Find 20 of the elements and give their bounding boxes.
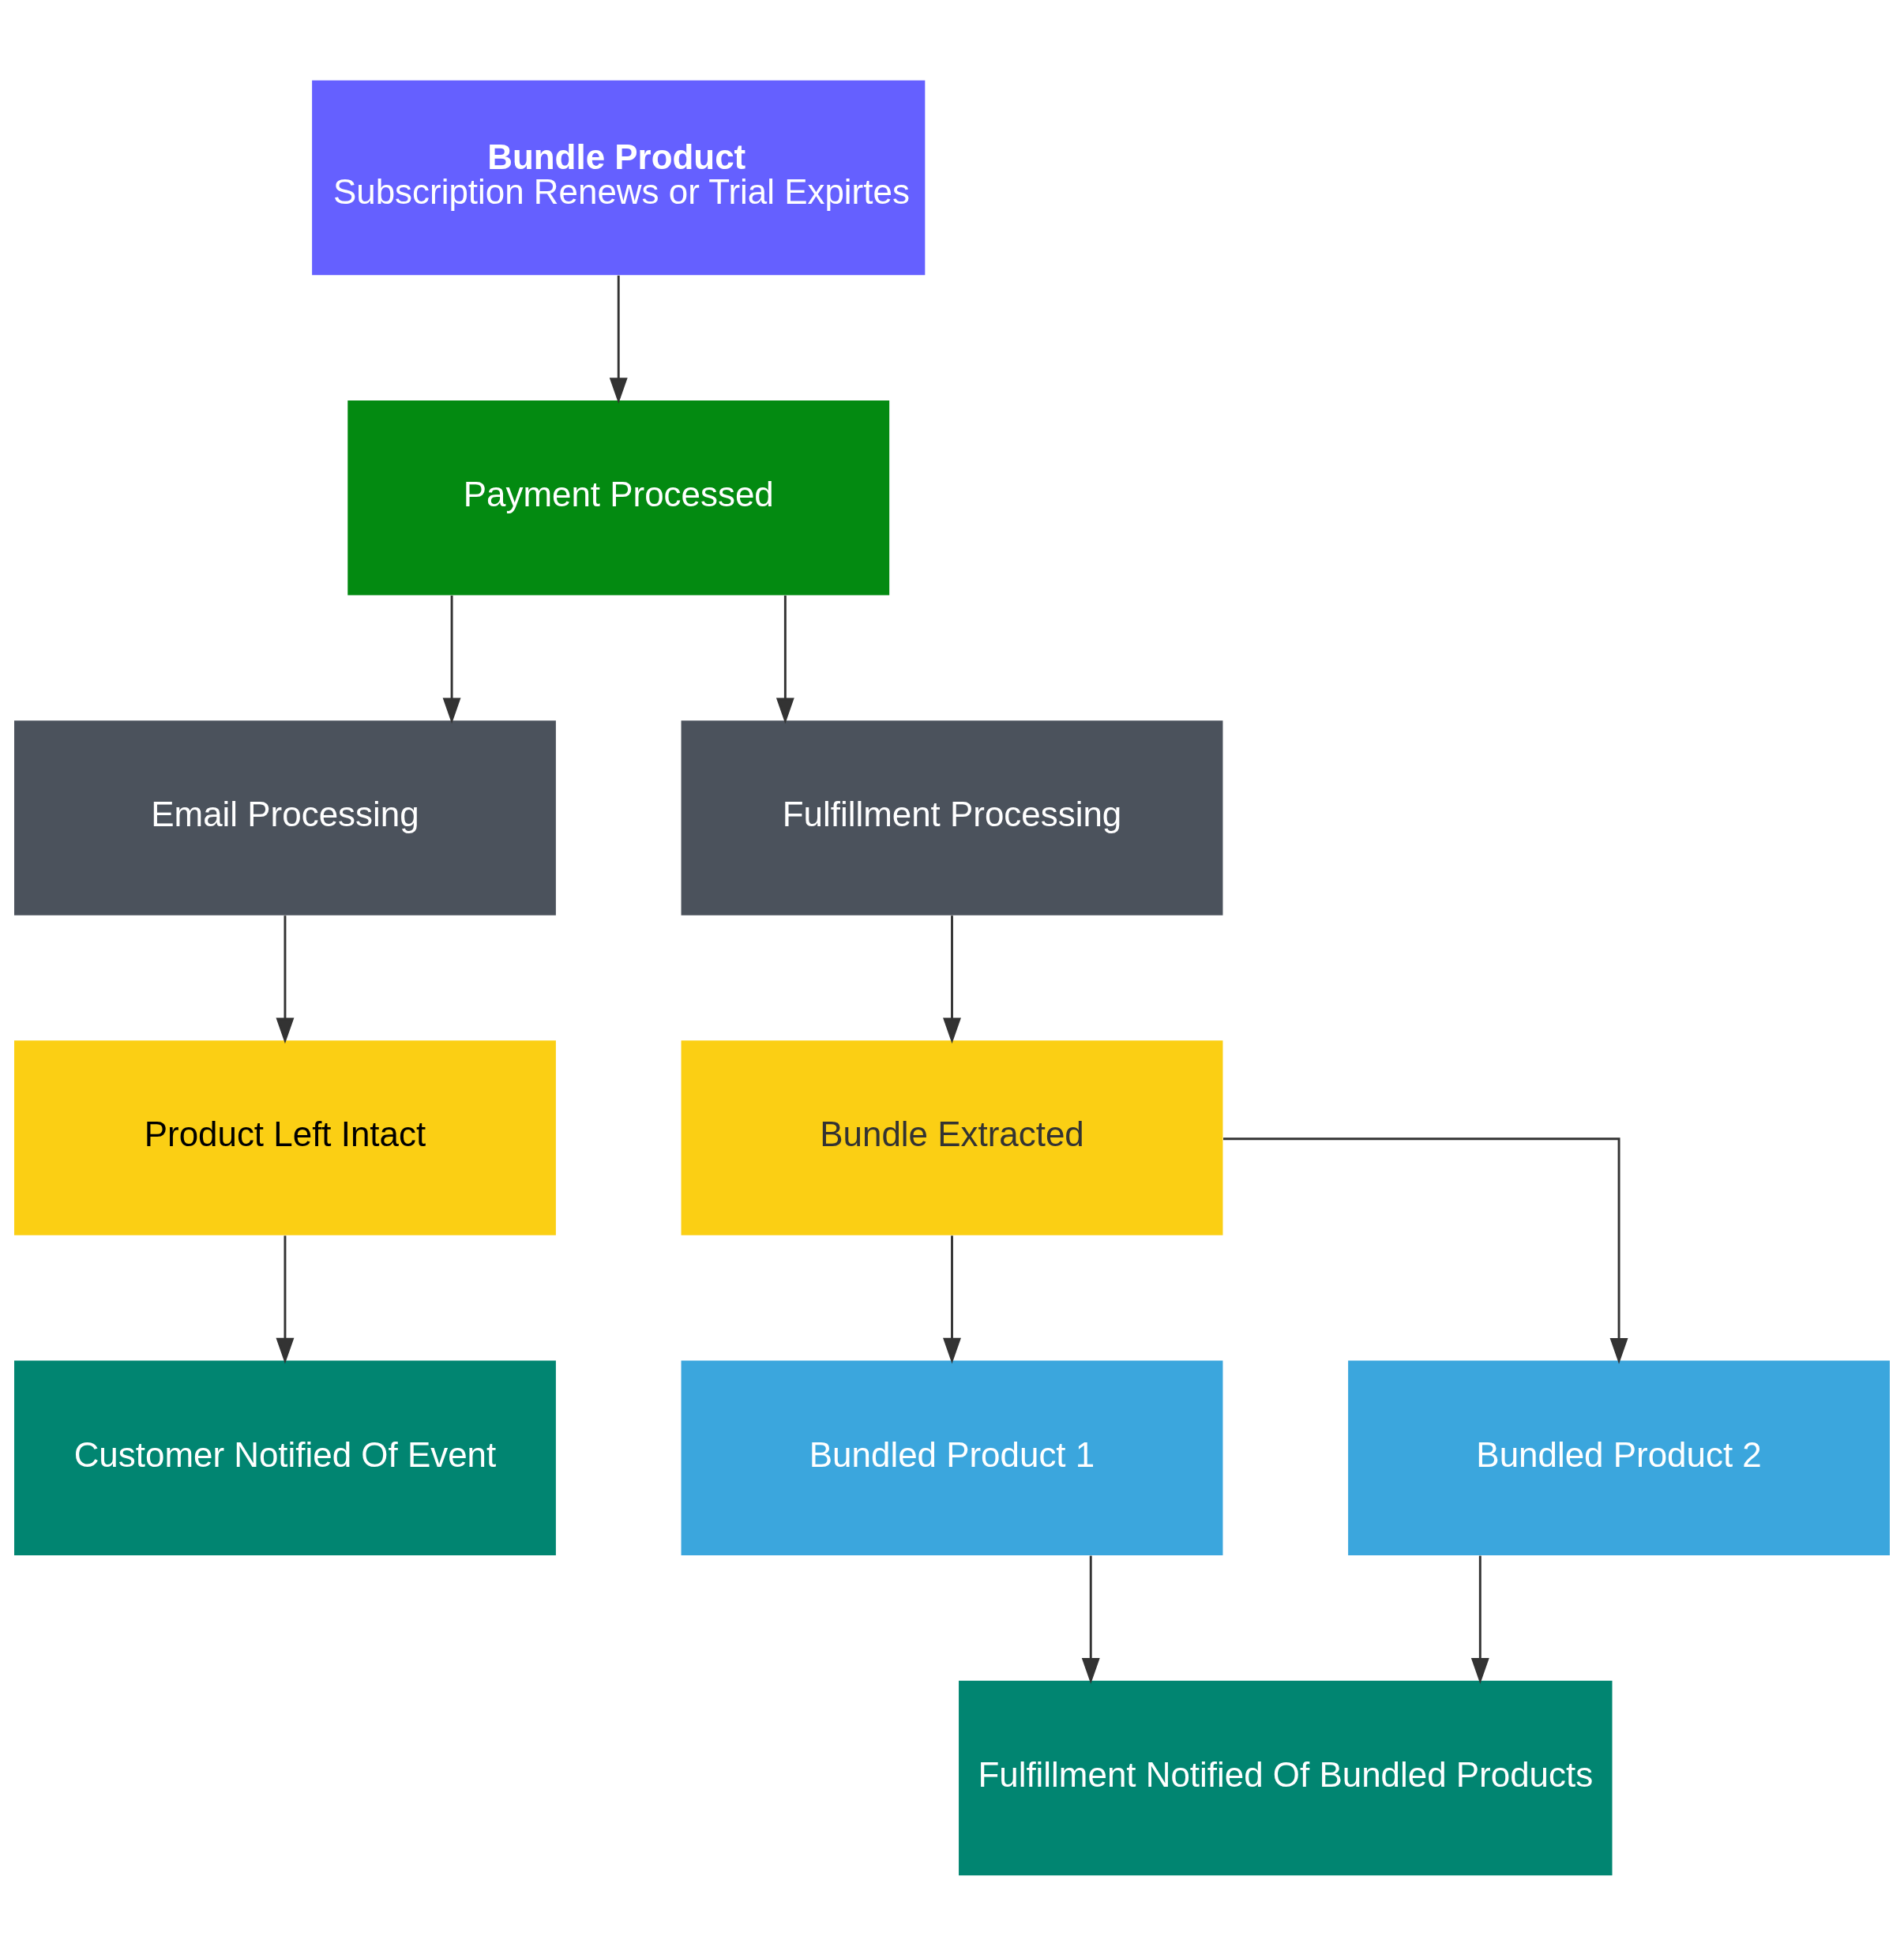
arrow bbox=[442, 595, 461, 724]
arrow bbox=[1223, 1137, 1628, 1364]
arrow bbox=[1081, 1555, 1100, 1684]
node-box: Fulfillment Notified Of Bundled Products bbox=[959, 1680, 1613, 1875]
arrow bbox=[609, 275, 628, 404]
arrow bbox=[276, 1235, 295, 1363]
node-box: Bundle Product Subscription Renews or Trial Expirtes bbox=[312, 80, 926, 275]
arrow bbox=[943, 1235, 961, 1363]
node-box: Product Left Intact bbox=[14, 1040, 556, 1235]
node-box: Bundled Product 2 bbox=[1348, 1360, 1890, 1555]
node-box: Bundle Extracted bbox=[681, 1040, 1223, 1235]
node-box: Fulfillment Processing bbox=[681, 720, 1223, 915]
arrow bbox=[775, 595, 794, 724]
arrow bbox=[276, 915, 295, 1043]
node-box: Email Processing bbox=[14, 720, 556, 915]
node-box: Payment Processed bbox=[347, 400, 890, 595]
arrow bbox=[1470, 1555, 1489, 1684]
node-box: Bundled Product 1 bbox=[681, 1360, 1223, 1555]
arrow bbox=[943, 915, 961, 1043]
node-box: Customer Notified Of Event bbox=[14, 1360, 556, 1555]
